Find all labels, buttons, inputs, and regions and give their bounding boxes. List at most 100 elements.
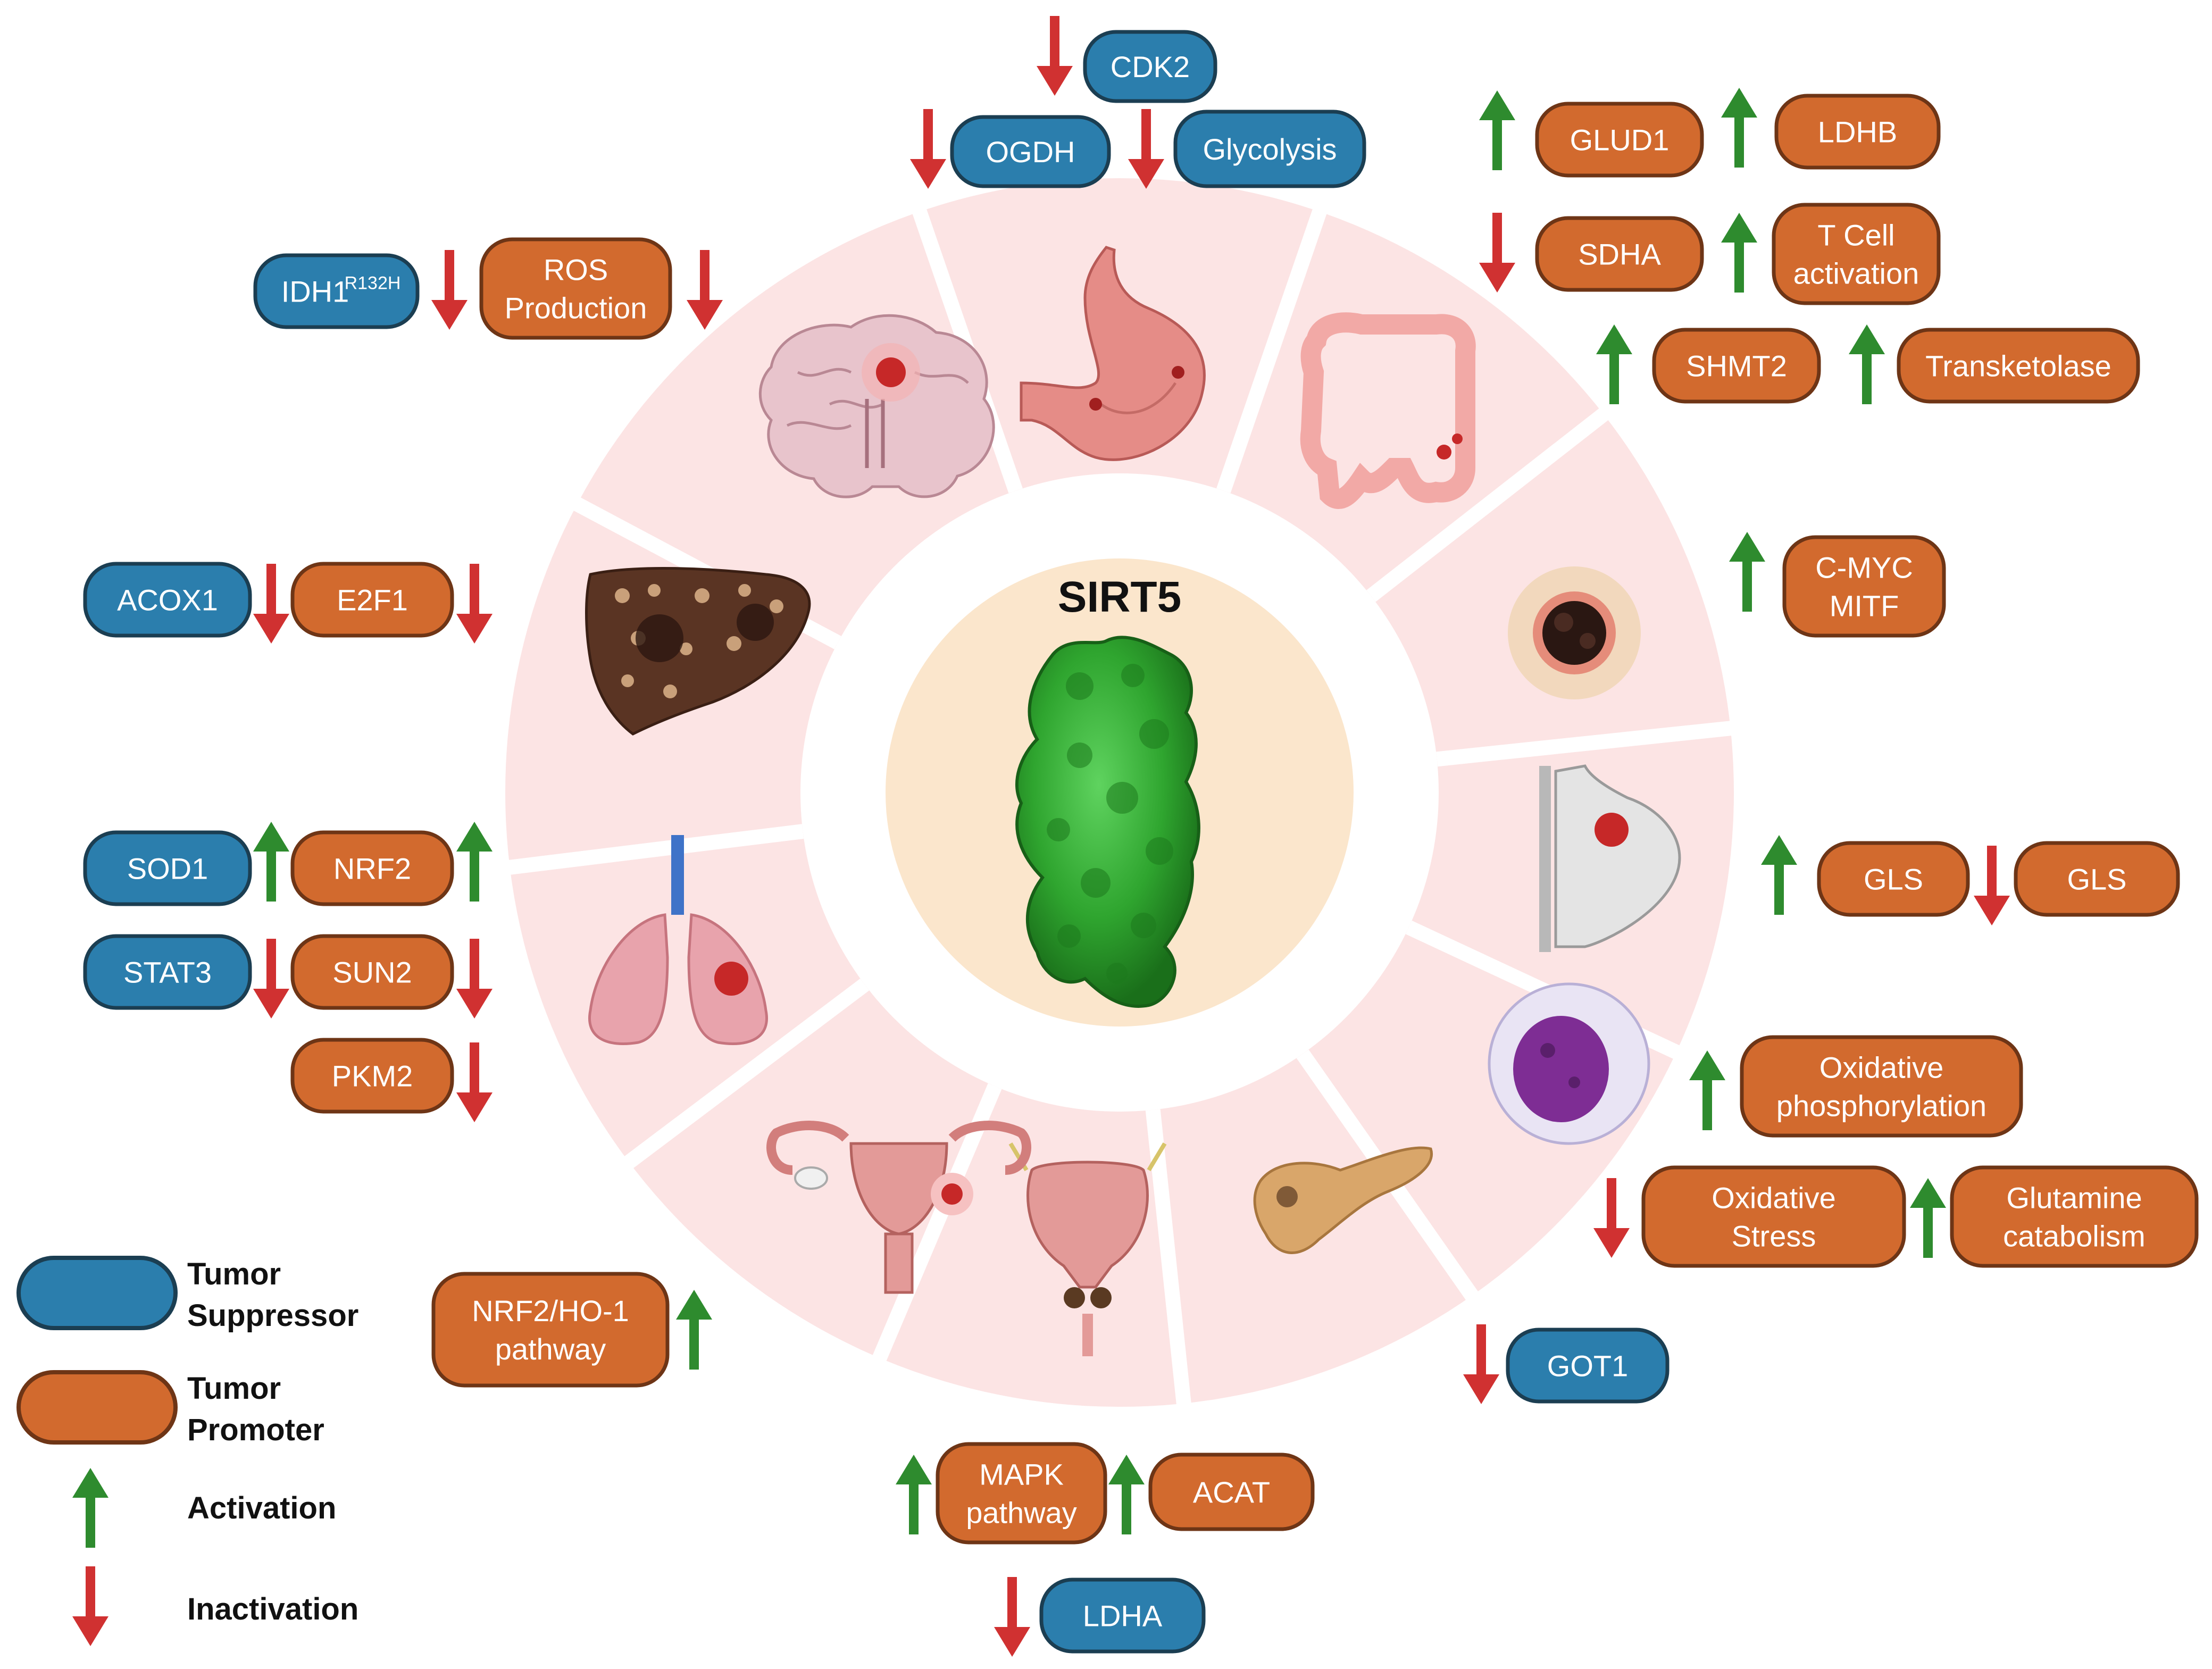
pill-shmt2-shape xyxy=(1652,328,1821,404)
pill-stat3-label: STAT3 xyxy=(123,956,212,989)
pill-tcell-activation-label-1: T Cell xyxy=(1817,219,1894,252)
legend-promoter-swatch xyxy=(16,1370,178,1445)
pill-gls-down: GLS xyxy=(2014,841,2180,917)
pill-mapk-pathway-shape xyxy=(936,1442,1107,1545)
up-arrow-icon xyxy=(1761,835,1797,915)
pill-sdha-label: SDHA xyxy=(1578,238,1661,271)
pill-glud1-label: GLUD1 xyxy=(1570,123,1670,157)
down-arrow-icon xyxy=(253,939,289,1019)
pill-ros-production-shape xyxy=(479,237,672,340)
ring-divider-6 xyxy=(1145,1109,1192,1407)
pill-pkm2-shape xyxy=(290,1038,454,1114)
pill-glud1-shape xyxy=(1535,102,1704,178)
pill-tcell-activation-shape xyxy=(1772,203,1941,305)
legend-inactivation: Inactivation xyxy=(187,1592,358,1626)
pill-cmyc-mitf-label-1: C-MYC xyxy=(1815,551,1913,585)
pill-ogdh-label: OGDH xyxy=(986,135,1075,169)
stomach-icon xyxy=(1020,246,1206,461)
pill-pkm2: PKM2 xyxy=(290,1038,454,1114)
pill-ogdh-shape xyxy=(950,115,1111,188)
ring-divider-3 xyxy=(1436,720,1734,767)
pill-nrf2-ho1-pathway-label-2: pathway xyxy=(495,1332,606,1366)
legend-up-arrow-shape xyxy=(72,1468,108,1548)
pill-shmt2-label: SHMT2 xyxy=(1686,349,1787,383)
pill-nrf2-ho1-pathway-shape xyxy=(431,1272,670,1388)
down-arrow-icon xyxy=(1974,846,2010,925)
up-arrow-icon xyxy=(1108,1455,1145,1534)
pill-idh1-label: IDH1 xyxy=(281,275,349,308)
pill-glutamine-catabolism-shape xyxy=(1950,1165,2199,1268)
pill-cmyc-mitf-shape xyxy=(1782,535,1946,638)
down-arrow-icon xyxy=(253,564,289,644)
pill-gls-down-label: GLS xyxy=(2067,863,2126,896)
pill-got1-shape xyxy=(1506,1328,1670,1404)
up-arrow-icon xyxy=(896,1455,932,1534)
down-arrow-icon xyxy=(687,250,723,330)
pill-ros-production-label-1: ROS xyxy=(544,253,608,287)
up-arrow-icon xyxy=(1596,324,1632,404)
up-arrow-icon xyxy=(1849,324,1885,404)
pill-shmt2: SHMT2 xyxy=(1652,328,1821,404)
ring-divider-7 xyxy=(871,1083,1002,1364)
colon-icon xyxy=(1300,312,1476,509)
down-arrow-icon xyxy=(456,1042,493,1122)
pill-e2f1-shape xyxy=(290,562,454,638)
down-arrow-icon xyxy=(1037,16,1073,96)
down-arrow-icon xyxy=(994,1577,1030,1657)
brain-icon xyxy=(758,314,995,498)
pancreas-icon xyxy=(1253,1146,1433,1254)
pill-ros-production: ROS Production xyxy=(479,237,672,340)
organs xyxy=(585,246,1681,1356)
pill-idh1-shape xyxy=(253,253,420,329)
pill-gls-down-shape xyxy=(2014,841,2180,917)
pill-gls-up-label: GLS xyxy=(1864,863,1923,896)
ring-divider-2 xyxy=(1366,406,1610,602)
legend-suppressor-swatch xyxy=(16,1256,178,1330)
pill-cmyc-mitf: C-MYC MITF xyxy=(1782,535,1946,638)
pill-cmyc-mitf-label-2: MITF xyxy=(1830,589,1899,623)
pill-ldha-label: LDHA xyxy=(1083,1599,1163,1633)
pill-transketolase: Transketolase xyxy=(1897,328,2140,404)
skin-lesion-icon xyxy=(1508,566,1641,699)
pill-ldhb: LDHB xyxy=(1774,94,1941,170)
pill-sod1: SOD1 xyxy=(83,830,252,906)
pill-sdha-shape xyxy=(1535,216,1704,292)
pill-sun2-shape xyxy=(290,934,454,1010)
down-arrow-icon xyxy=(910,109,946,189)
pill-got1-label: GOT1 xyxy=(1547,1349,1628,1383)
pill-acox1-label: ACOX1 xyxy=(117,583,218,617)
legend-suppressor-line2: Suppressor xyxy=(187,1298,358,1333)
pill-cdk2: CDK2 xyxy=(1083,30,1217,103)
pill-oxidative-phosphorylation-label-1: Oxidative xyxy=(1819,1051,1943,1084)
pill-ldha: LDHA xyxy=(1039,1578,1206,1654)
up-arrow-icon xyxy=(456,822,493,902)
pill-ros-production-label-2: Production xyxy=(505,291,647,325)
pill-acat-label: ACAT xyxy=(1193,1475,1270,1509)
pill-e2f1-label: E2F1 xyxy=(337,583,408,617)
pill-nrf2: NRF2 xyxy=(290,830,454,906)
up-arrow-icon xyxy=(1689,1050,1725,1130)
pill-acox1-shape xyxy=(83,562,252,638)
legend-promoter-line2: Promoter xyxy=(187,1413,324,1447)
sirt5-protein: SIRT5 xyxy=(1015,573,1200,1008)
pill-transketolase-label: Transketolase xyxy=(1925,349,2111,383)
pill-idh1-superscript: R132H xyxy=(345,273,401,294)
ovary-icon xyxy=(766,1121,1031,1294)
pill-mapk-pathway-label-1: MAPK xyxy=(979,1458,1064,1491)
pill-mapk-pathway-label-2: pathway xyxy=(966,1496,1077,1530)
pill-got1: GOT1 xyxy=(1506,1328,1670,1404)
down-arrow-icon xyxy=(1463,1324,1499,1404)
pill-oxidative-stress-label-2: Stress xyxy=(1732,1220,1816,1253)
pill-sdha: SDHA xyxy=(1535,216,1704,292)
pill-glycolysis-shape xyxy=(1173,110,1366,188)
pill-nrf2-label: NRF2 xyxy=(333,852,411,886)
pill-sod1-label: SOD1 xyxy=(127,852,208,886)
pill-pkm2-label: PKM2 xyxy=(332,1059,413,1093)
pill-oxidative-stress-shape xyxy=(1641,1165,1906,1268)
pill-mapk-pathway: MAPK pathway xyxy=(936,1442,1107,1545)
pill-stat3-shape xyxy=(83,934,252,1010)
